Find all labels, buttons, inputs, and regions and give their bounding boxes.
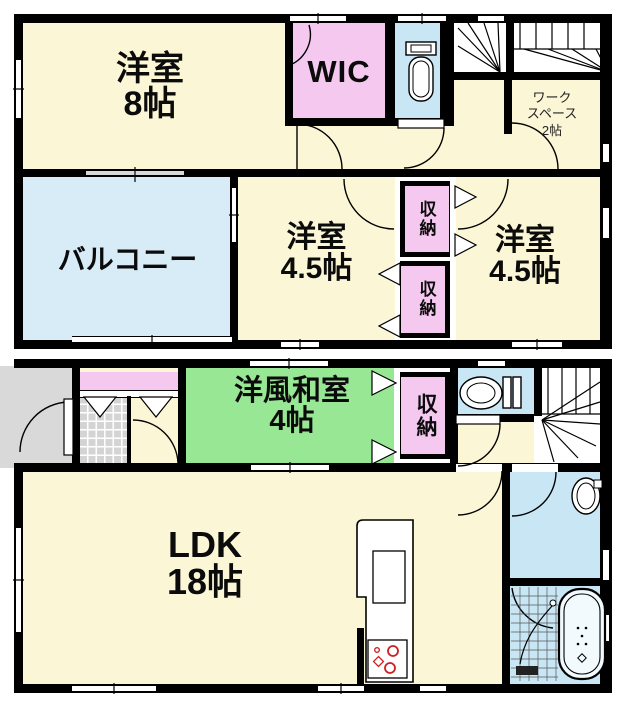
room-size: 8帖 <box>123 85 177 124</box>
room-size: 2帖 <box>541 122 563 138</box>
label-japanese-room: 洋風和室 4帖 <box>190 376 394 436</box>
sliding-window <box>86 170 184 176</box>
room-name: 洋風和室 <box>233 375 350 407</box>
room-size: 18帖 <box>166 561 244 603</box>
wall <box>14 169 612 177</box>
storage-lower-2f <box>400 261 450 338</box>
room-name: 収納 <box>416 280 436 318</box>
room-name: WIC <box>307 54 371 89</box>
room-toilet-2f <box>395 23 440 120</box>
stairs-2f <box>454 23 600 72</box>
wall <box>72 366 80 463</box>
label-western-room-right: 洋室 4.5帖 <box>450 224 600 289</box>
wall <box>14 14 23 349</box>
room-name: 収納 <box>414 393 437 439</box>
room-bathroom <box>510 586 600 684</box>
door-opening <box>512 464 558 472</box>
door-opening <box>456 464 502 472</box>
room-size: 4.5帖 <box>489 255 561 289</box>
wall <box>230 177 238 342</box>
room-name: 洋室 <box>286 221 347 254</box>
hallway-1f <box>458 416 534 463</box>
window <box>420 685 446 692</box>
entrance-porch <box>0 366 74 468</box>
room-name: 収納 <box>416 200 436 238</box>
window <box>281 341 319 348</box>
room-western-8 <box>23 23 285 169</box>
wall <box>14 684 612 693</box>
room-name: 洋室 <box>116 50 184 88</box>
window <box>602 208 610 238</box>
sliding-opening <box>251 464 329 471</box>
window <box>15 528 22 632</box>
label-storage-upper-2f: 収納 <box>402 186 450 252</box>
wall <box>127 396 131 463</box>
room-name: ワーク <box>532 90 572 105</box>
entrance-closet <box>131 398 180 463</box>
genkan-tile-floor <box>80 398 128 463</box>
window <box>15 60 22 118</box>
room-name: スペース <box>526 106 578 122</box>
storage-upper-2f <box>400 181 450 257</box>
wall <box>450 414 534 422</box>
stairs-1f <box>534 368 600 463</box>
room-japanese-style <box>186 368 394 463</box>
room-toilet-1f <box>458 368 534 416</box>
room-size: 4.5帖 <box>280 252 353 286</box>
label-storage-lower-2f: 収納 <box>402 266 450 332</box>
label-balcony: バルコニー <box>25 245 230 274</box>
window <box>602 550 610 580</box>
window <box>478 360 505 367</box>
window <box>602 615 610 641</box>
label-western-room-8: 洋室 8帖 <box>40 50 260 124</box>
wall <box>534 366 542 416</box>
label-workspace: ワーク スペース 2帖 <box>498 90 606 139</box>
room-washroom <box>510 472 600 578</box>
wall <box>357 628 364 684</box>
window <box>478 15 504 22</box>
room-ldk <box>23 472 502 684</box>
window <box>290 15 346 22</box>
label-western-room-center: 洋室 4.5帖 <box>238 221 395 286</box>
wall <box>285 14 293 126</box>
label-storage-1f: 収納 <box>400 376 450 456</box>
room-name: バルコニー <box>57 244 198 275</box>
window <box>512 341 562 348</box>
wall <box>506 23 514 72</box>
wall <box>450 359 458 463</box>
room-size: 4帖 <box>269 405 315 438</box>
room-name: LDK <box>168 524 242 565</box>
balcony-railing <box>72 336 232 343</box>
wall <box>502 463 510 684</box>
wall <box>178 359 186 463</box>
window <box>72 685 156 692</box>
window <box>250 360 328 367</box>
wall <box>285 118 454 126</box>
wall <box>440 14 454 126</box>
room-balcony <box>23 177 230 342</box>
window <box>231 188 237 242</box>
window <box>318 685 364 692</box>
wall <box>600 14 612 349</box>
wall <box>600 359 612 693</box>
window <box>602 144 610 162</box>
wall <box>504 80 512 134</box>
wall <box>502 578 612 586</box>
window <box>398 15 446 22</box>
wall <box>446 72 612 80</box>
storage-1f <box>400 372 450 459</box>
wall <box>385 14 395 126</box>
label-ldk: LDK 18帖 <box>100 526 310 601</box>
shoe-closet <box>80 372 180 391</box>
label-wic: WIC <box>293 54 385 89</box>
room-name: 洋室 <box>495 224 555 257</box>
